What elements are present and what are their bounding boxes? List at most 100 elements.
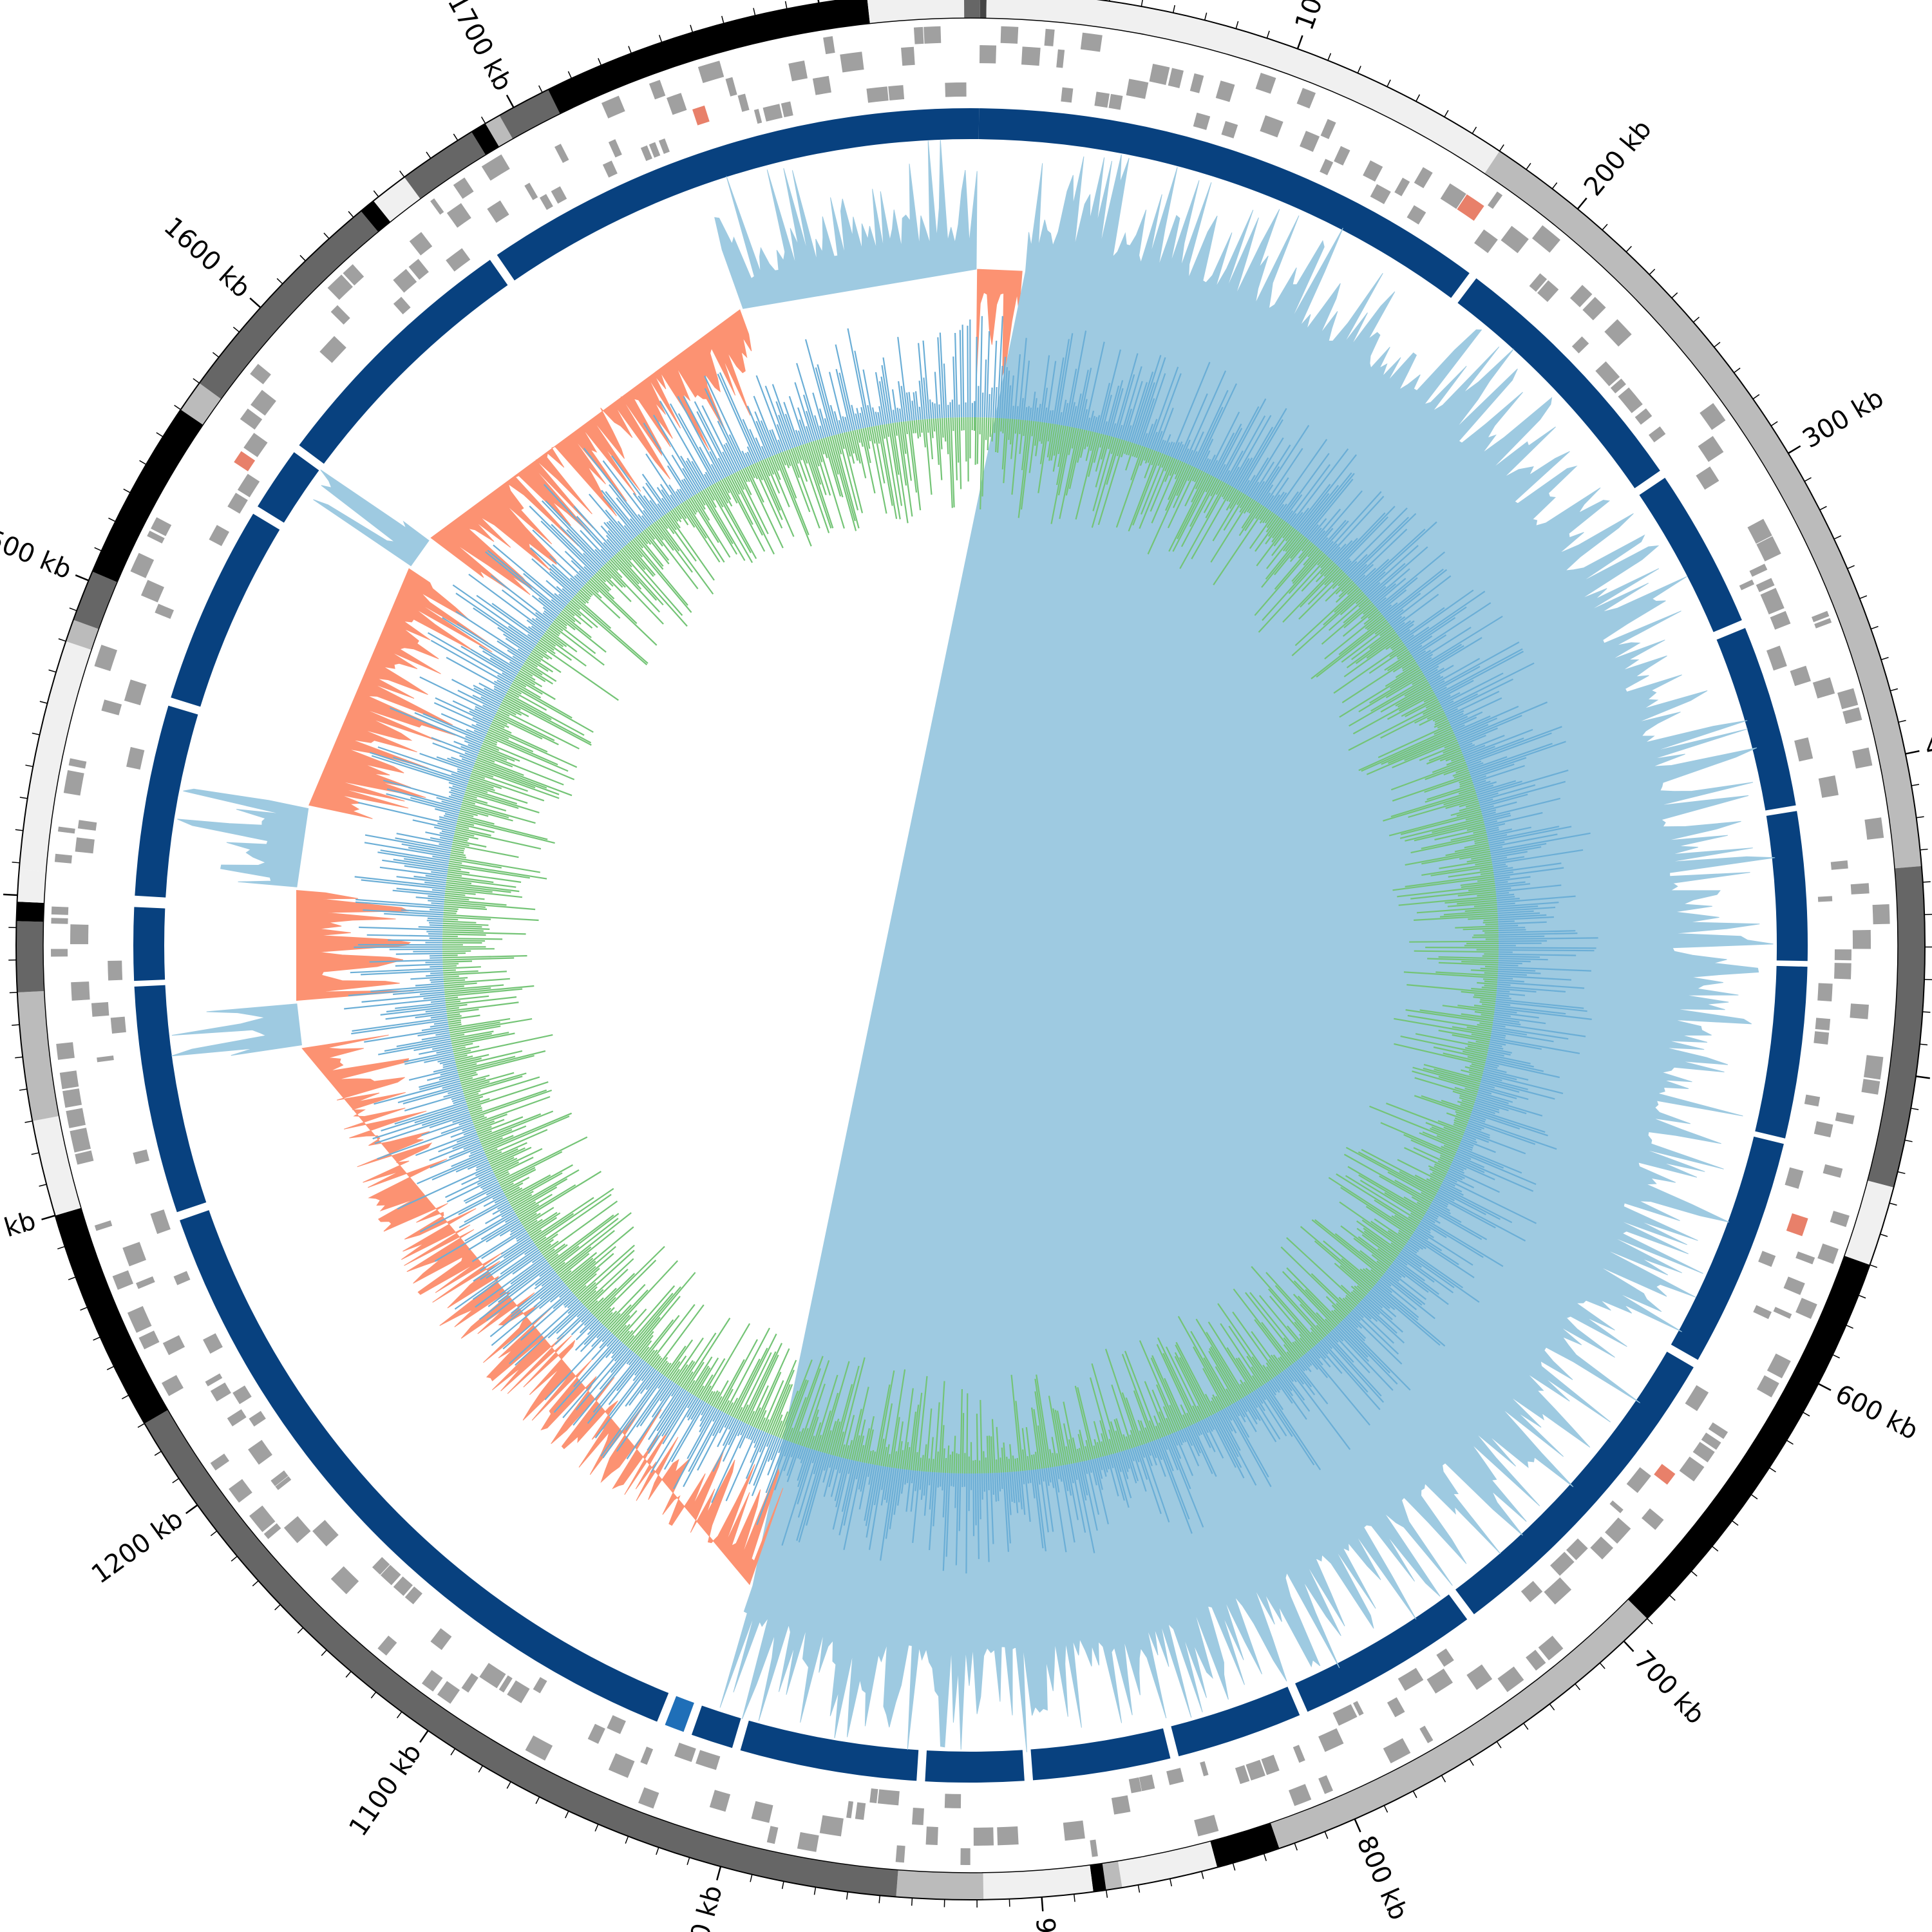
major-tick — [1041, 1897, 1044, 1911]
contig — [691, 1705, 741, 1748]
gene-feature — [312, 1520, 339, 1547]
minor-tick — [1803, 1412, 1810, 1417]
gene-feature — [602, 160, 618, 178]
gene-feature — [788, 61, 808, 82]
gene-feature — [209, 525, 230, 547]
contig-track — [133, 108, 1808, 1783]
gene-feature — [1770, 611, 1791, 630]
minor-tick — [31, 1152, 39, 1155]
minor-tick — [1294, 1842, 1298, 1851]
gene-feature — [136, 1276, 155, 1289]
ideogram-segment — [199, 211, 379, 399]
gene-feature — [1245, 1759, 1265, 1781]
gene-feature — [1747, 518, 1772, 544]
gene-feature — [525, 1735, 553, 1761]
gene-feature — [251, 390, 276, 416]
minor-tick — [690, 24, 694, 33]
contig — [1030, 1728, 1171, 1781]
gene-feature — [1830, 860, 1848, 870]
contig — [1455, 1351, 1694, 1615]
gene-feature — [68, 758, 87, 769]
gene-feature — [1194, 1814, 1219, 1837]
gene-feature — [1501, 225, 1529, 254]
gene-feature — [59, 1070, 79, 1090]
minor-tick — [1889, 1202, 1897, 1206]
gene-feature — [1544, 1577, 1572, 1605]
gene-feature — [1200, 1761, 1209, 1777]
gene-feature — [1685, 1385, 1709, 1412]
minor-tick — [25, 764, 33, 768]
gene-feature — [229, 1479, 252, 1503]
minor-tick — [80, 1307, 88, 1311]
gene-feature — [658, 138, 670, 155]
ideogram-segment — [1270, 1599, 1647, 1849]
gene-feature — [1061, 87, 1074, 103]
gene-feature — [1320, 158, 1334, 176]
gene-feature — [640, 1747, 654, 1765]
minor-tick — [1235, 21, 1239, 29]
minor-tick — [321, 1649, 327, 1656]
ideogram-ring — [16, 0, 1925, 1900]
gene-feature — [725, 77, 737, 97]
gc-positive-area — [313, 469, 430, 567]
gene-feature — [1609, 1500, 1624, 1513]
minor-tick — [1692, 316, 1700, 323]
gc-skew-inner — [442, 417, 1499, 1474]
tick-label: 100 kb — [1289, 0, 1347, 34]
minor-tick — [1847, 565, 1855, 569]
gene-feature — [227, 1409, 247, 1426]
gene-feature — [608, 1753, 635, 1778]
gene-feature — [1837, 688, 1859, 710]
tick-label: 1300 kb — [0, 1206, 39, 1264]
ideogram-segment — [17, 990, 59, 1121]
minor-tick — [878, 1895, 881, 1904]
minor-tick — [108, 517, 116, 522]
gene-feature — [1383, 1738, 1411, 1764]
gene-feature — [1387, 1697, 1405, 1718]
gene-feature — [1758, 1251, 1776, 1267]
gene-feature — [912, 1808, 924, 1826]
gene-feature — [1537, 280, 1559, 302]
gene-feature — [866, 86, 889, 103]
minor-tick — [370, 1691, 377, 1699]
contig — [134, 985, 207, 1213]
contig — [299, 260, 508, 464]
minor-tick — [1324, 1831, 1329, 1839]
minor-tick — [1911, 784, 1920, 786]
tick-label: 1500 kb — [0, 518, 76, 585]
contig — [978, 108, 1470, 298]
minor-tick — [1897, 1171, 1906, 1175]
major-tick — [1915, 1075, 1930, 1079]
gene-feature — [524, 182, 538, 200]
gene-feature — [498, 1675, 513, 1693]
gene-feature — [1149, 63, 1170, 85]
minor-tick — [373, 190, 379, 197]
gene-feature — [446, 248, 471, 272]
gc-positive-area — [719, 154, 1776, 1752]
minor-tick — [1263, 1853, 1267, 1861]
contig — [171, 513, 280, 707]
gene-feature — [147, 531, 165, 544]
gene-feature — [923, 26, 942, 44]
tick-label: 800 kb — [1350, 1832, 1414, 1924]
gene-feature — [330, 1566, 359, 1595]
gene-feature — [1044, 28, 1055, 46]
gene-feature — [1790, 665, 1811, 687]
gene-feature — [94, 1220, 113, 1231]
gene-feature — [1817, 896, 1833, 902]
minor-tick — [1472, 126, 1477, 134]
gene-feature — [781, 101, 793, 118]
gene-feature — [210, 1454, 229, 1471]
gene-feature — [140, 580, 164, 603]
minor-tick — [123, 488, 131, 493]
minor-tick — [721, 15, 724, 24]
ideogram-segment — [1867, 866, 1925, 1188]
minor-tick — [172, 1478, 180, 1484]
gene-feature — [1834, 963, 1852, 980]
contig — [1457, 278, 1660, 489]
minor-tick — [232, 327, 240, 333]
gene-feature — [753, 109, 762, 124]
ideogram-segment — [92, 410, 204, 582]
gene-feature — [1296, 88, 1316, 109]
gene-feature — [960, 1848, 971, 1865]
